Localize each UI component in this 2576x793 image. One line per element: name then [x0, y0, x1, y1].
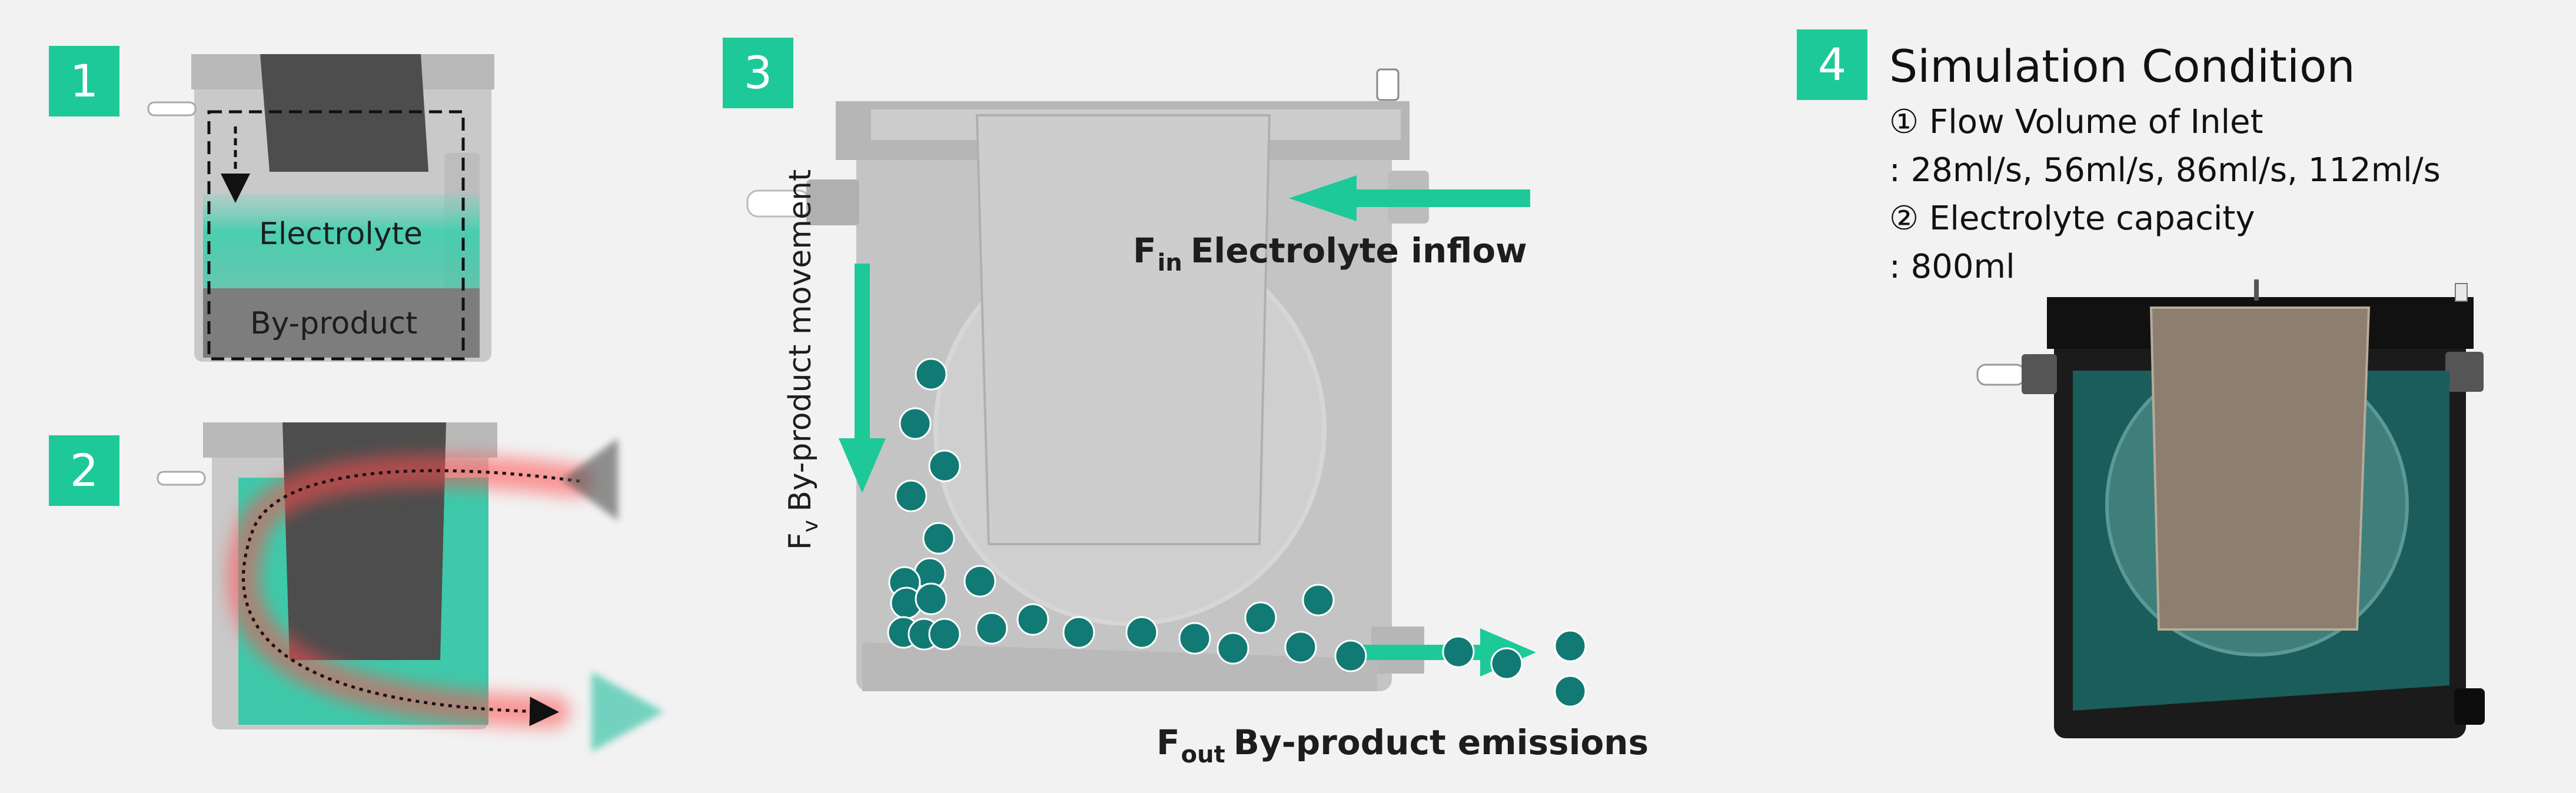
byproduct-particle — [1016, 603, 1049, 636]
panel-2-device — [157, 422, 664, 752]
movement-arrow-head — [839, 438, 886, 493]
step-badge-1: 1 — [49, 46, 119, 116]
panel-1-byproduct-layer — [203, 288, 480, 358]
panel-1-device — [147, 54, 494, 362]
byproduct-particle — [915, 582, 948, 615]
byproduct-particle — [915, 358, 948, 391]
panel-1-electrolyte-layer — [203, 194, 480, 300]
step-badge-3: 3 — [723, 38, 793, 108]
panel-2-outlet-arrow — [591, 672, 664, 752]
byproduct-particle — [1554, 675, 1587, 708]
byproduct-particle — [1216, 632, 1249, 665]
byproduct-particle — [922, 522, 955, 555]
byproduct-particles — [887, 358, 1587, 708]
byproduct-particle — [1178, 622, 1211, 655]
byproduct-label: By-product — [250, 306, 418, 341]
movement-label: Fv By-product movement — [783, 169, 823, 550]
byproduct-particle — [1302, 584, 1335, 617]
byproduct-particle — [975, 612, 1008, 645]
movement-arrow-shaft — [855, 264, 870, 440]
inflow-arrow-head — [1289, 175, 1357, 221]
emission-symbol: F — [1156, 722, 1180, 762]
byproduct-particle — [928, 449, 961, 482]
condition-line-4: : 800ml — [1889, 248, 2015, 286]
condition-line-1: ① Flow Volume of Inlet — [1889, 103, 2263, 141]
emission-label: Fout By-product emissions — [1156, 722, 1648, 768]
panel-4-device — [1976, 279, 2485, 738]
byproduct-particle — [1062, 616, 1095, 649]
electrolyte-label: Electrolyte — [259, 216, 423, 252]
byproduct-particle — [1554, 629, 1587, 662]
step-badge-2: 2 — [49, 435, 119, 506]
step-badge-4: 4 — [1797, 29, 1867, 100]
byproduct-particle — [1490, 647, 1523, 680]
byproduct-particle — [963, 565, 996, 598]
inflow-label: Fin Electrolyte inflow — [1133, 231, 1527, 276]
inflow-text: Electrolyte inflow — [1190, 231, 1527, 271]
byproduct-particle — [1442, 635, 1475, 668]
inflow-symbol: F — [1133, 231, 1156, 271]
byproduct-particle — [1284, 631, 1317, 664]
simulation-condition-title: Simulation Condition — [1889, 40, 2355, 92]
byproduct-particle — [928, 618, 961, 651]
condition-line-2: : 28ml/s, 56ml/s, 86ml/s, 112ml/s — [1889, 151, 2441, 189]
panel-2-inlet-arrow — [562, 438, 618, 521]
movement-subscript: v — [799, 519, 823, 533]
byproduct-particle — [895, 479, 928, 512]
panel-3-electrode — [975, 114, 1271, 545]
movement-text: By-product movement — [783, 169, 818, 512]
condition-line-3: ② Electrolyte capacity — [1889, 199, 2255, 238]
byproduct-particle — [899, 407, 932, 440]
inflow-subscript: in — [1157, 249, 1182, 276]
byproduct-particle — [1244, 601, 1277, 634]
emission-text: By-product emissions — [1233, 722, 1649, 762]
movement-symbol: F — [783, 532, 818, 550]
emission-subscript: out — [1181, 741, 1225, 768]
inflow-arrow-shaft — [1354, 189, 1530, 207]
panel-2-flow-path — [242, 469, 580, 727]
panel-3-device — [746, 68, 1429, 691]
byproduct-particle — [1334, 639, 1367, 672]
panel-4-electrode — [2149, 306, 2371, 631]
byproduct-particle — [1125, 616, 1158, 649]
panel-1-electrode — [260, 54, 428, 172]
